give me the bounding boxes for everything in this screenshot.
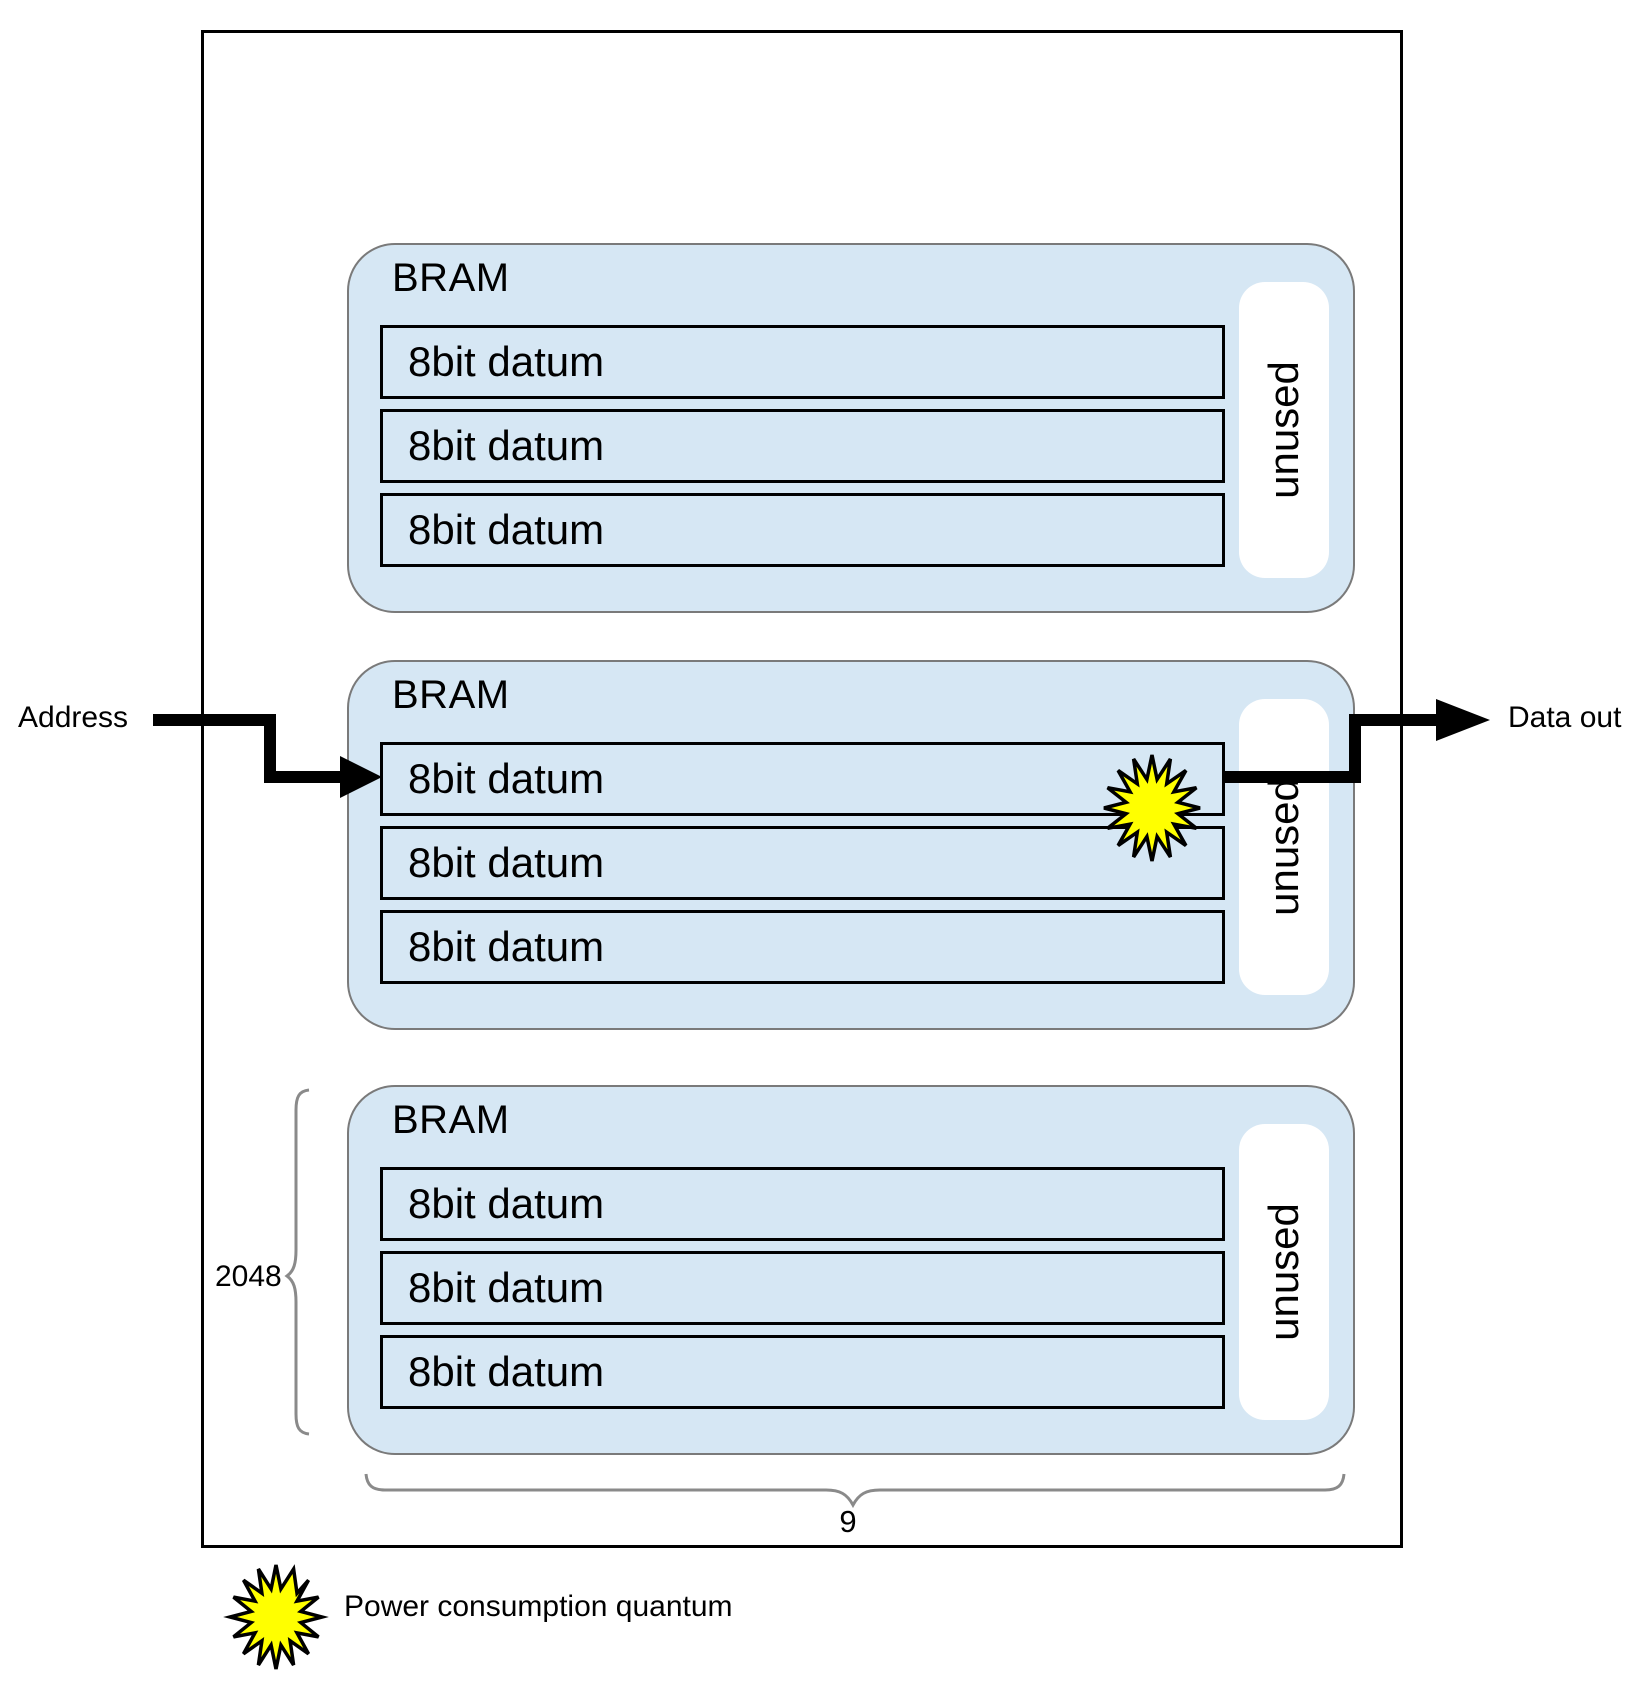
legend-label: Power consumption quantum <box>344 1590 733 1623</box>
datum-row: 8bit datum <box>380 409 1225 483</box>
datum-row: 8bit datum <box>380 910 1225 984</box>
bram-block-2: BRAM 8bit datum 8bit datum 8bit datum un… <box>347 660 1355 1030</box>
datum-row-label: 8bit datum <box>408 422 605 469</box>
datum-row: 8bit datum <box>380 1335 1225 1409</box>
legend-starburst-icon <box>223 1564 329 1670</box>
datum-row: 8bit datum <box>380 1251 1225 1325</box>
datum-row-label: 8bit datum <box>408 923 605 970</box>
bram-title: BRAM <box>392 256 510 300</box>
bram-count-label: 9 <box>839 1504 857 1539</box>
data-out-arrowhead-icon <box>1436 699 1490 741</box>
bram-block-1: BRAM 8bit datum 8bit datum 8bit datum un… <box>347 243 1355 613</box>
datum-row-label: 8bit datum <box>408 755 605 802</box>
datum-row: 8bit datum <box>380 325 1225 399</box>
datum-row-label: 8bit datum <box>408 338 605 385</box>
data-out-label: Data out <box>1508 701 1622 734</box>
bram-title: BRAM <box>392 1098 510 1142</box>
bram-title: BRAM <box>392 673 510 717</box>
bram-depth-label: 2048 <box>215 1260 282 1293</box>
datum-row: 8bit datum <box>380 1167 1225 1241</box>
datum-row-label: 8bit datum <box>408 839 605 886</box>
bram-block-3: BRAM 8bit datum 8bit datum 8bit datum un… <box>347 1085 1355 1455</box>
datum-row-label: 8bit datum <box>408 506 605 553</box>
datum-row-selected: 8bit datum <box>380 742 1225 816</box>
unused-label: unused <box>1260 1203 1308 1341</box>
unused-label: unused <box>1260 778 1308 916</box>
datum-row-label: 8bit datum <box>408 1348 605 1395</box>
unused-strip: unused <box>1239 699 1329 995</box>
unused-strip: unused <box>1239 1124 1329 1420</box>
unused-label: unused <box>1260 361 1308 499</box>
datum-row: 8bit datum <box>380 493 1225 567</box>
datum-row: 8bit datum <box>380 826 1225 900</box>
unused-strip: unused <box>1239 282 1329 578</box>
datum-row-label: 8bit datum <box>408 1180 605 1227</box>
address-label: Address <box>18 701 129 734</box>
datum-row-label: 8bit datum <box>408 1264 605 1311</box>
